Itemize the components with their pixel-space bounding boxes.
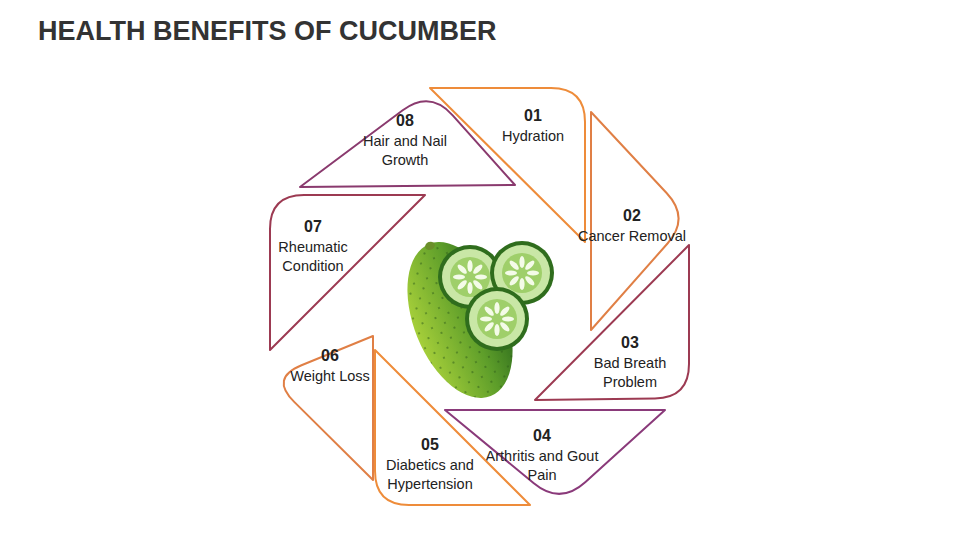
benefit-label: Hydration bbox=[474, 127, 592, 146]
callout-number: 08 bbox=[346, 111, 464, 132]
callout-number: 04 bbox=[483, 426, 601, 447]
callout-number: 03 bbox=[571, 333, 689, 354]
callout-number: 06 bbox=[271, 346, 389, 367]
benefit-label: Rheumatic Condition bbox=[254, 238, 372, 276]
segment-text: 07Rheumatic Condition bbox=[254, 217, 372, 275]
segment-text: 01Hydration bbox=[474, 106, 592, 146]
segment-text: 05Diabetics and Hypertension bbox=[371, 435, 489, 493]
segment-outline bbox=[430, 88, 585, 242]
benefit-segment: 06Weight Loss bbox=[270, 336, 373, 480]
benefit-segment: 07Rheumatic Condition bbox=[270, 195, 425, 350]
benefit-label: Diabetics and Hypertension bbox=[371, 456, 489, 494]
benefit-label: Hair and Nail Growth bbox=[346, 132, 464, 170]
segment-text: 06Weight Loss bbox=[271, 346, 389, 386]
benefit-label: Weight Loss bbox=[271, 367, 389, 386]
benefit-label: Bad Breath Problem bbox=[571, 354, 689, 392]
cucumber-slice bbox=[465, 287, 529, 351]
segment-text: 08Hair and Nail Growth bbox=[346, 111, 464, 169]
segment-text: 03Bad Breath Problem bbox=[571, 333, 689, 391]
benefit-segment: 05Diabetics and Hypertension bbox=[375, 350, 530, 505]
benefit-segment: 03Bad Breath Problem bbox=[535, 245, 689, 400]
callout-number: 02 bbox=[573, 206, 691, 227]
callout-number: 07 bbox=[254, 217, 372, 238]
callout-number: 05 bbox=[371, 435, 489, 456]
benefit-segment: 01Hydration bbox=[430, 88, 585, 242]
callout-number: 01 bbox=[474, 106, 592, 127]
benefit-label: Cancer Removal bbox=[573, 227, 691, 246]
segment-text: 02Cancer Removal bbox=[573, 206, 691, 246]
title: HEALTH BENEFITS OF CUCUMBER bbox=[38, 16, 497, 47]
